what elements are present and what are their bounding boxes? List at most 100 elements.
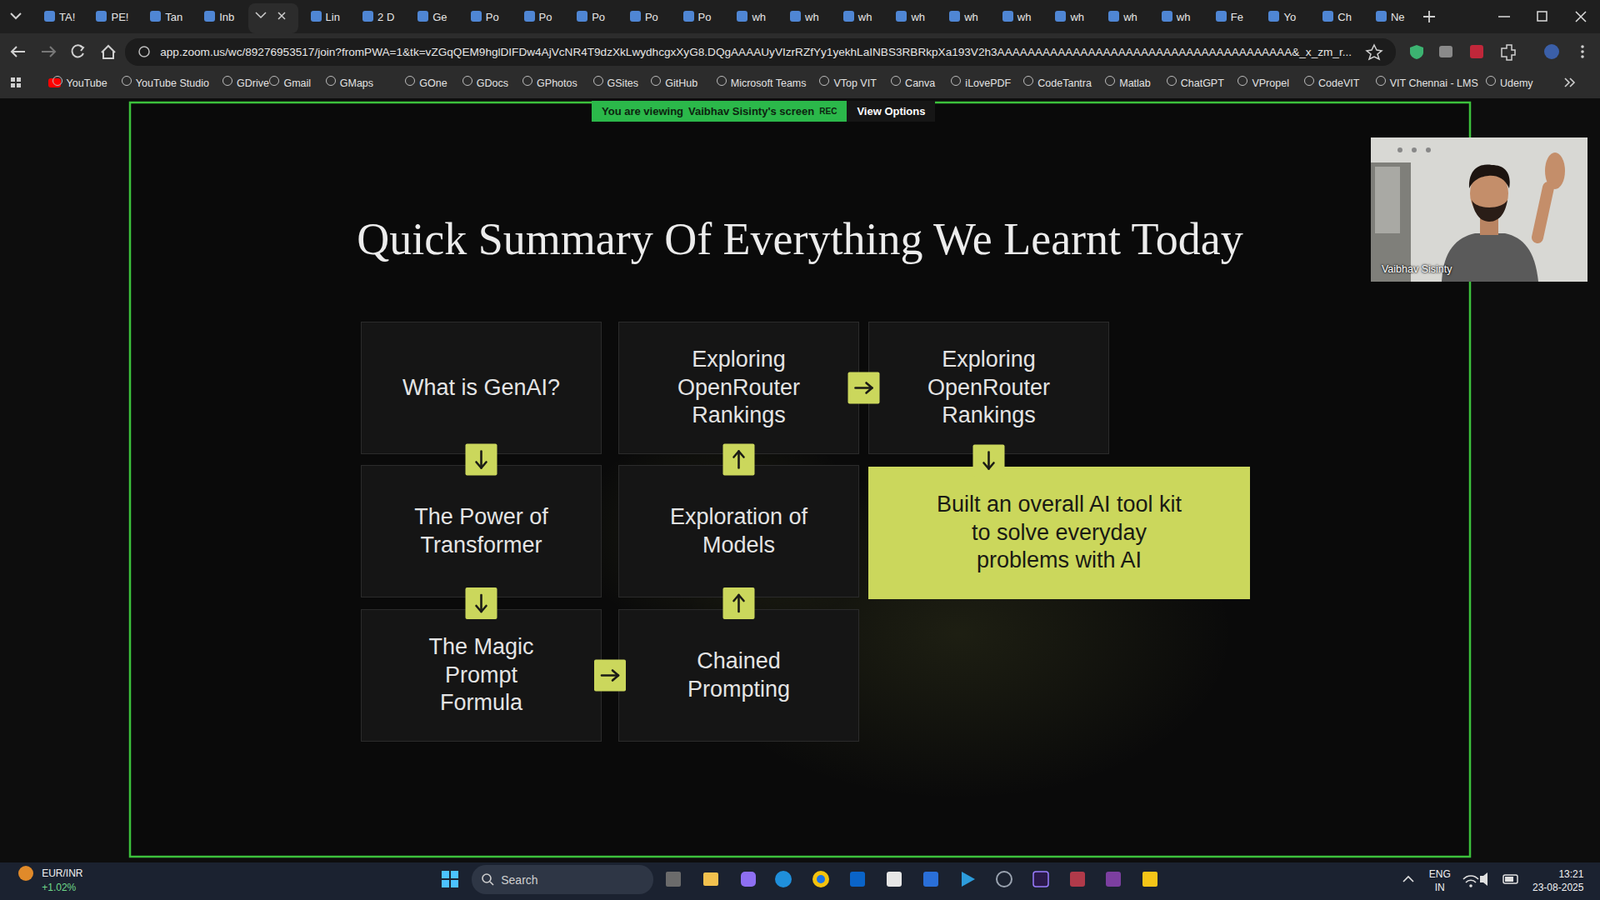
- clock-time: 13:21: [1558, 868, 1584, 880]
- bookmark-wrap: Udemy: [1500, 75, 1534, 90]
- arrow-head: [476, 605, 487, 612]
- bookmark: VIT Chennai - LMS: [1390, 77, 1479, 90]
- arrow-shaft: [601, 674, 619, 677]
- bookmark-wrap: iLovePDF: [965, 75, 1011, 90]
- tab-title: Yo: [1283, 10, 1296, 24]
- arrow-shaft: [737, 451, 740, 469]
- tab-title-wrap: Fe: [1230, 9, 1244, 25]
- box-text: Exploring OpenRouter Rankings: [661, 345, 816, 430]
- flow-arrow: [465, 587, 498, 620]
- bookmark: ChatGPT: [1180, 77, 1225, 90]
- tab-title-wrap: Yo: [1283, 9, 1296, 25]
- tab-title-wrap: Po: [539, 9, 553, 25]
- connector-line: [859, 387, 869, 390]
- flow-arrow: [465, 444, 498, 476]
- flow-arrow: [723, 587, 755, 620]
- tab-title-wrap: wh: [1017, 9, 1032, 25]
- bookmark: GitHub: [665, 77, 698, 90]
- bookmark: GDrive: [236, 77, 270, 90]
- tab-title-wrap: wh: [751, 9, 766, 25]
- summary-box: Chained Prompting: [618, 609, 860, 742]
- arrow-head: [476, 462, 487, 469]
- tab-title-wrap: Ge: [432, 9, 447, 25]
- bookmark-wrap: GSites: [607, 75, 640, 90]
- bookmark-wrap: GOne: [419, 75, 447, 90]
- participant-name-wrap: Vaibhav Sisinty: [1381, 260, 1453, 276]
- bookmark-wrap: GitHub: [665, 75, 698, 90]
- tab-title: Ch: [1337, 10, 1352, 24]
- summary-box: What is GenAI?: [360, 321, 602, 455]
- presenter-name: Vaibhav Sisinty's screen: [688, 105, 815, 119]
- bookmark: CodeVIT: [1318, 77, 1360, 90]
- language: ENG: [1429, 868, 1451, 880]
- clock-time-wrap: 13:21: [1558, 865, 1584, 881]
- tab-title-wrap: Ch: [1337, 9, 1352, 25]
- tab-title: TA!: [59, 10, 75, 24]
- bookmark: YouTube: [66, 77, 108, 90]
- bookmark-wrap: CodeTantra: [1037, 75, 1092, 90]
- share-banner: You are viewingVaibhav Sisinty's screenR…: [591, 100, 847, 122]
- tab-title: wh: [751, 10, 766, 24]
- arrow-shaft: [480, 595, 483, 612]
- tab-title-wrap: wh: [1123, 9, 1138, 25]
- arrow-badge: [723, 587, 755, 620]
- summary-box: Exploring OpenRouter Rankings: [868, 321, 1110, 455]
- clock-date-wrap: 23-08-2025: [1532, 879, 1584, 895]
- tab-title: Fe: [1230, 10, 1244, 24]
- tab-title-wrap: Ne: [1390, 9, 1405, 25]
- bookmark-wrap: Microsoft Teams: [730, 75, 807, 90]
- tab-title-wrap: Po: [645, 9, 659, 25]
- bookmark-wrap: ChatGPT: [1180, 75, 1225, 90]
- bookmark: VTop VIT: [833, 77, 876, 90]
- arrow-badge: [465, 444, 498, 476]
- connector-line: [480, 454, 483, 465]
- highlight-box: Built an overall AI tool kit to solve ev…: [868, 466, 1250, 600]
- title-wrap: Quick Summary Of Everything We Learnt To…: [0, 212, 1600, 267]
- summary-box: Exploration of Models: [618, 465, 860, 598]
- language-wrap: ENG: [1429, 865, 1451, 881]
- tab-title: Po: [539, 10, 553, 24]
- arrow-badge: [848, 372, 880, 405]
- bookmark: YouTube Studio: [135, 77, 210, 90]
- bookmark: Matlab: [1119, 77, 1151, 90]
- flow-arrow: [848, 372, 880, 405]
- box-text: Chained Prompting: [661, 647, 816, 705]
- arrow-head: [734, 595, 745, 601]
- bookmark: Microsoft Teams: [730, 77, 807, 90]
- arrow-shaft: [987, 452, 990, 470]
- view-options-button: View Options: [846, 100, 935, 122]
- banner-text: You are viewing: [601, 105, 684, 119]
- flow-arrow: [973, 445, 1005, 477]
- connector-line: [738, 454, 740, 465]
- tab-title-wrap: 2 D: [377, 9, 395, 25]
- connector-line: [480, 597, 483, 610]
- tab-title-wrap: PE!: [110, 9, 129, 25]
- arrow-badge: [973, 445, 1005, 477]
- tab-title-wrap: TA!: [59, 9, 75, 25]
- tab-title-wrap: wh: [964, 9, 979, 25]
- arrow-badge: [594, 660, 626, 692]
- bookmark: GMaps: [340, 77, 374, 90]
- ticker-change-wrap: +1.02%: [41, 879, 76, 895]
- tab-title-wrap: Tan: [165, 9, 183, 25]
- clock-date: 23-08-2025: [1532, 881, 1584, 894]
- arrow-head: [734, 451, 745, 458]
- bookmark-wrap: VIT Chennai - LMS: [1390, 75, 1479, 90]
- flow-arrow: [594, 660, 626, 692]
- box-text: The Power of Transformer: [404, 503, 559, 560]
- tab-title: Po: [591, 10, 605, 24]
- tab-title-wrap: wh: [1176, 9, 1191, 25]
- tab-title: wh: [964, 10, 979, 24]
- tab-title: Po: [698, 10, 712, 24]
- box-text: Exploration of Models: [661, 503, 816, 560]
- bookmark: GOne: [419, 77, 447, 90]
- search-placeholder-wrap: Search: [500, 872, 538, 888]
- participant-name: Vaibhav Sisinty: [1381, 263, 1453, 275]
- bookmark-wrap: YouTube Studio: [135, 75, 210, 90]
- tab-title-wrap: wh: [1070, 9, 1085, 25]
- bookmark: GDocs: [476, 77, 509, 90]
- ticker-name-wrap: EUR/INR: [41, 865, 83, 880]
- bookmark: Gmail: [283, 77, 311, 90]
- tab-title: wh: [805, 10, 820, 24]
